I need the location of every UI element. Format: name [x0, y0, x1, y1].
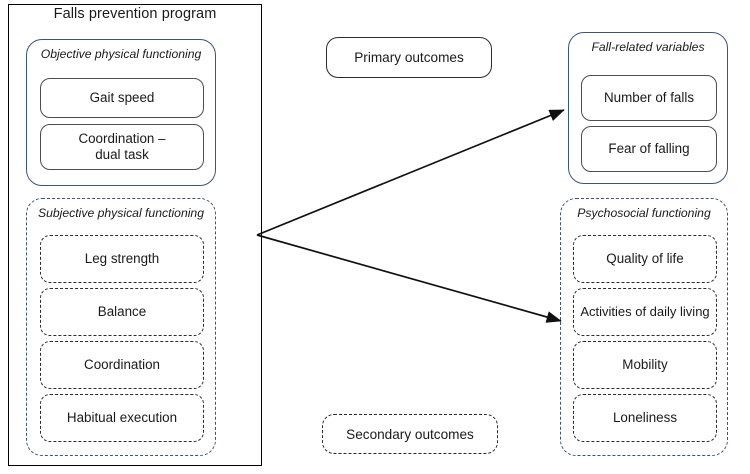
item-gait-speed[interactable]: Gait speed: [40, 78, 204, 118]
arrow-to-fall-related-variables: [256, 109, 565, 236]
item-loneliness[interactable]: Loneliness: [573, 394, 717, 442]
group-fall-related-variables: Fall-related variables Number of falls F…: [568, 32, 728, 184]
item-quality-of-life[interactable]: Quality of life: [573, 235, 717, 283]
item-fear-of-falling[interactable]: Fear of falling: [581, 126, 717, 172]
item-leg-strength[interactable]: Leg strength: [40, 235, 204, 283]
arrow-to-psychosocial-functioning: [256, 234, 562, 323]
item-coordination[interactable]: Coordination: [40, 341, 204, 389]
page-title: Falls prevention program: [53, 6, 217, 22]
group-title-psychosocial-functioning: Psychosocial functioning: [577, 206, 711, 220]
item-activities-of-daily-living[interactable]: Activities of daily living: [573, 288, 717, 336]
item-balance[interactable]: Balance: [40, 288, 204, 336]
group-psychosocial-functioning: Psychosocial functioning Quality of life…: [560, 198, 728, 456]
item-number-of-falls[interactable]: Number of falls: [581, 75, 717, 121]
group-title-objective-physical-functioning: Objective physical functioning: [40, 47, 202, 61]
item-mobility[interactable]: Mobility: [573, 341, 717, 389]
legend-secondary-outcomes[interactable]: Secondary outcomes: [322, 414, 498, 454]
legend-primary-outcomes[interactable]: Primary outcomes: [326, 37, 492, 78]
group-subjective-physical-functioning: Subjective physical functioning Leg stre…: [26, 198, 216, 456]
item-habitual-execution[interactable]: Habitual execution: [40, 394, 204, 442]
item-coordination-dual-task[interactable]: Coordination – dual task: [40, 124, 204, 170]
group-objective-physical-functioning: Objective physical functioning Gait spee…: [26, 39, 216, 186]
group-title-fall-related-variables: Fall-related variables: [591, 40, 705, 54]
group-title-subjective-physical-functioning: Subjective physical functioning: [38, 206, 204, 220]
